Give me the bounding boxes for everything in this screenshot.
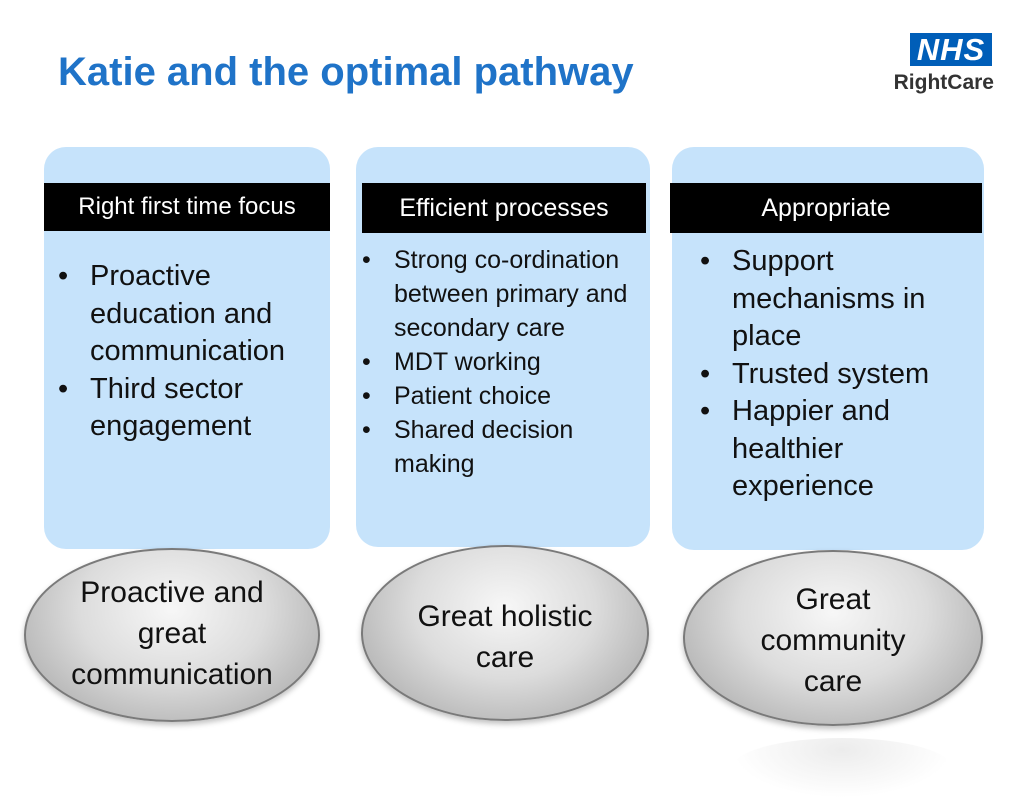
outcome-oval-holistic: Great holistic care (361, 545, 649, 721)
nhs-rightcare-logo: NHS RightCare (886, 33, 994, 97)
panel-header-appropriate: Appropriate (670, 183, 982, 233)
rightcare-wordmark: RightCare (893, 71, 994, 94)
oval-reflection (732, 738, 952, 798)
nhs-logo-mark: NHS (910, 33, 992, 66)
panel-bullets-right-first-time: Proactive education and communication Th… (52, 258, 324, 446)
outcome-label: Great holistic care (417, 600, 593, 674)
panel-bullets-appropriate: Support mechanisms in place Trusted syst… (694, 243, 976, 506)
bullet-item: Proactive education and communication (52, 258, 324, 371)
outcome-label: Proactive and great communication (71, 576, 273, 691)
bullet-item: Third sector engagement (52, 371, 324, 446)
panel-bullets-efficient-processes: Strong co-ordination between primary and… (356, 243, 638, 481)
outcome-label: Great community care (760, 583, 906, 698)
slide-title: Katie and the optimal pathway (58, 50, 634, 94)
panel-header-right-first-time: Right first time focus (44, 183, 330, 231)
bullet-item: MDT working (356, 345, 638, 379)
bullet-item: Shared decision making (356, 413, 638, 481)
bullet-item: Patient choice (356, 379, 638, 413)
bullet-item: Happier and healthier experience (694, 393, 976, 506)
bullet-item: Strong co-ordination between primary and… (356, 243, 638, 345)
bullet-item: Support mechanisms in place (694, 243, 976, 356)
bullet-item: Trusted system (694, 356, 976, 394)
outcome-oval-community: Great community care (683, 550, 983, 726)
panel-header-efficient-processes: Efficient processes (362, 183, 646, 233)
outcome-oval-communication: Proactive and great communication (24, 548, 320, 722)
